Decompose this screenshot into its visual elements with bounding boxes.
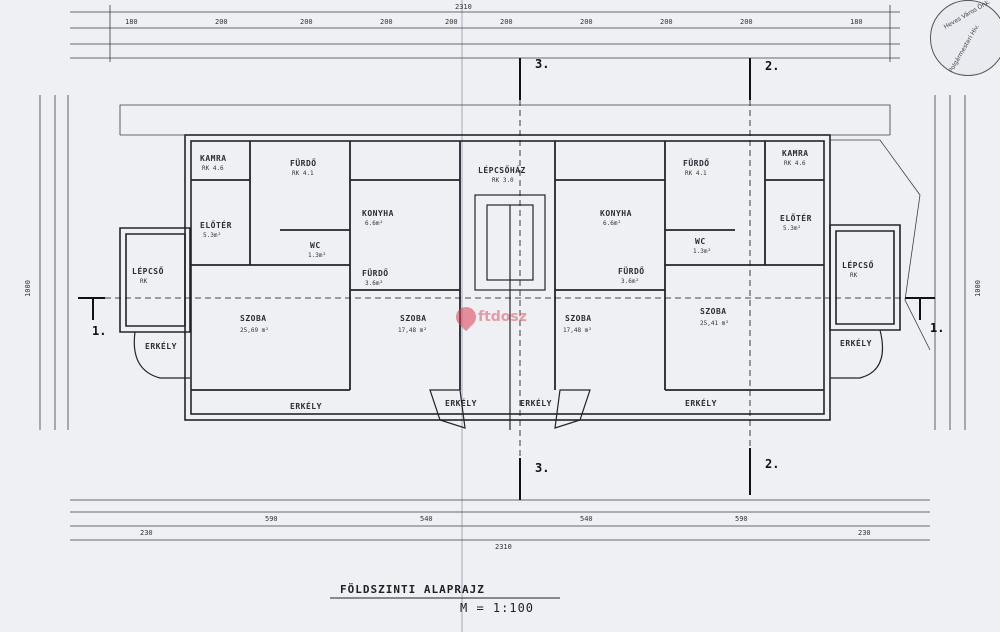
room-area: RK 4.6 bbox=[784, 160, 806, 167]
room-label: WC bbox=[695, 237, 706, 246]
room-area: 5.3m² bbox=[783, 225, 802, 232]
dim-label: 540 bbox=[420, 515, 433, 523]
stamp-text: Heves Város Önk. bbox=[942, 0, 992, 31]
room-label: SZOBA bbox=[400, 314, 427, 323]
dim-label: 230 bbox=[140, 529, 153, 537]
room-label: LÉPCSŐHÁZ bbox=[478, 166, 526, 175]
room-area: 6.6m² bbox=[603, 220, 622, 227]
room-area: 25,69 m² bbox=[240, 327, 269, 334]
room-label: KONYHA bbox=[600, 209, 632, 218]
bottom-total-dimension: 2310 bbox=[495, 543, 512, 551]
pin-icon bbox=[451, 302, 481, 332]
room-area: 17,48 m² bbox=[398, 327, 427, 334]
drawing-scale: M = 1:100 bbox=[460, 601, 535, 615]
room-label: ERKÉLY bbox=[840, 339, 872, 348]
official-stamp: Heves Város Önk. Polgármesteri Hiv. bbox=[930, 0, 1000, 76]
room-area: 1.3m² bbox=[308, 252, 327, 259]
dim-label: 200 bbox=[740, 18, 753, 26]
room-label: WC bbox=[310, 241, 321, 250]
right-total-dimension: 1000 bbox=[973, 280, 982, 297]
section-cut-markers bbox=[78, 58, 935, 500]
room-label: ERKÉLY bbox=[290, 402, 322, 411]
dim-label: 200 bbox=[500, 18, 513, 26]
room-label: KONYHA bbox=[362, 209, 394, 218]
dim-label: 200 bbox=[380, 18, 393, 26]
dim-label: 200 bbox=[215, 18, 228, 26]
room-area: 25,41 m² bbox=[700, 320, 729, 327]
room-label: LÉPCSŐ bbox=[132, 267, 164, 276]
dim-label: 180 bbox=[125, 18, 138, 26]
room-label: ERKÉLY bbox=[145, 342, 177, 351]
room-label: LÉPCSŐ bbox=[842, 261, 874, 270]
bottom-dimension-lines bbox=[70, 499, 930, 541]
interior-walls bbox=[191, 141, 824, 391]
room-area: RK 4.6 bbox=[202, 165, 224, 172]
room-label: SZOBA bbox=[565, 314, 592, 323]
dim-label: 230 bbox=[858, 529, 871, 537]
watermark-text: ftdosz bbox=[478, 309, 527, 325]
room-area: 1.3m² bbox=[693, 248, 712, 255]
dim-label: 200 bbox=[300, 18, 313, 26]
left-total-dimension: 1000 bbox=[23, 280, 32, 297]
dim-label: 540 bbox=[580, 515, 593, 523]
section-axis-lines bbox=[105, 100, 905, 458]
room-label: SZOBA bbox=[700, 307, 727, 316]
roof-outline bbox=[119, 104, 931, 351]
room-label: ELŐTÉR bbox=[780, 214, 812, 223]
room-label: KAMRA bbox=[782, 149, 809, 158]
room-area: RK 3.0 bbox=[492, 177, 514, 184]
dim-label: 200 bbox=[660, 18, 673, 26]
dim-label: 590 bbox=[265, 515, 278, 523]
room-area: RK 4.1 bbox=[292, 170, 314, 177]
dim-label: 200 bbox=[580, 18, 593, 26]
stairwell bbox=[474, 194, 546, 430]
room-area: RK bbox=[850, 272, 858, 279]
dim-label: 180 bbox=[850, 18, 863, 26]
axis-label: 3. bbox=[535, 461, 550, 475]
room-area: 6.6m² bbox=[365, 220, 384, 227]
stamp-text: Polgármesteri Hiv. bbox=[947, 23, 981, 74]
side-dimension-lines bbox=[39, 95, 966, 430]
room-label: FÜRDŐ bbox=[290, 159, 317, 168]
room-label: FÜRDŐ bbox=[683, 159, 710, 168]
front-balconies bbox=[133, 329, 884, 429]
room-area: 3.6m² bbox=[365, 280, 384, 287]
watermark-logo: ftdosz bbox=[451, 302, 527, 332]
axis-label: 3. bbox=[535, 57, 550, 71]
room-area: RK 4.1 bbox=[685, 170, 707, 177]
axis-label: 2. bbox=[765, 59, 780, 73]
axis-label: 2. bbox=[765, 457, 780, 471]
room-area: 5.3m² bbox=[203, 232, 222, 239]
top-dimension-lines bbox=[70, 5, 900, 62]
room-label: ELŐTÉR bbox=[200, 221, 232, 230]
room-area: RK bbox=[140, 278, 148, 285]
drawing-title: FÖLDSZINTI ALAPRAJZ bbox=[340, 583, 485, 596]
room-area: 17,48 m² bbox=[563, 327, 592, 334]
top-total-dimension: 2310 bbox=[455, 3, 472, 11]
room-label: ERKÉLY bbox=[445, 399, 477, 408]
room-label: ERKÉLY bbox=[685, 399, 717, 408]
dim-label: 590 bbox=[735, 515, 748, 523]
outer-walls bbox=[119, 134, 901, 421]
room-area: 3.6m² bbox=[621, 278, 640, 285]
room-label: KAMRA bbox=[200, 154, 227, 163]
dim-label: 200 bbox=[445, 18, 458, 26]
room-label: FÜRDŐ bbox=[362, 269, 389, 278]
axis-label: 1. bbox=[930, 321, 945, 335]
room-label: SZOBA bbox=[240, 314, 267, 323]
room-label: ERKÉLY bbox=[520, 399, 552, 408]
room-label: FÜRDŐ bbox=[618, 267, 645, 276]
axis-label: 1. bbox=[92, 324, 107, 338]
